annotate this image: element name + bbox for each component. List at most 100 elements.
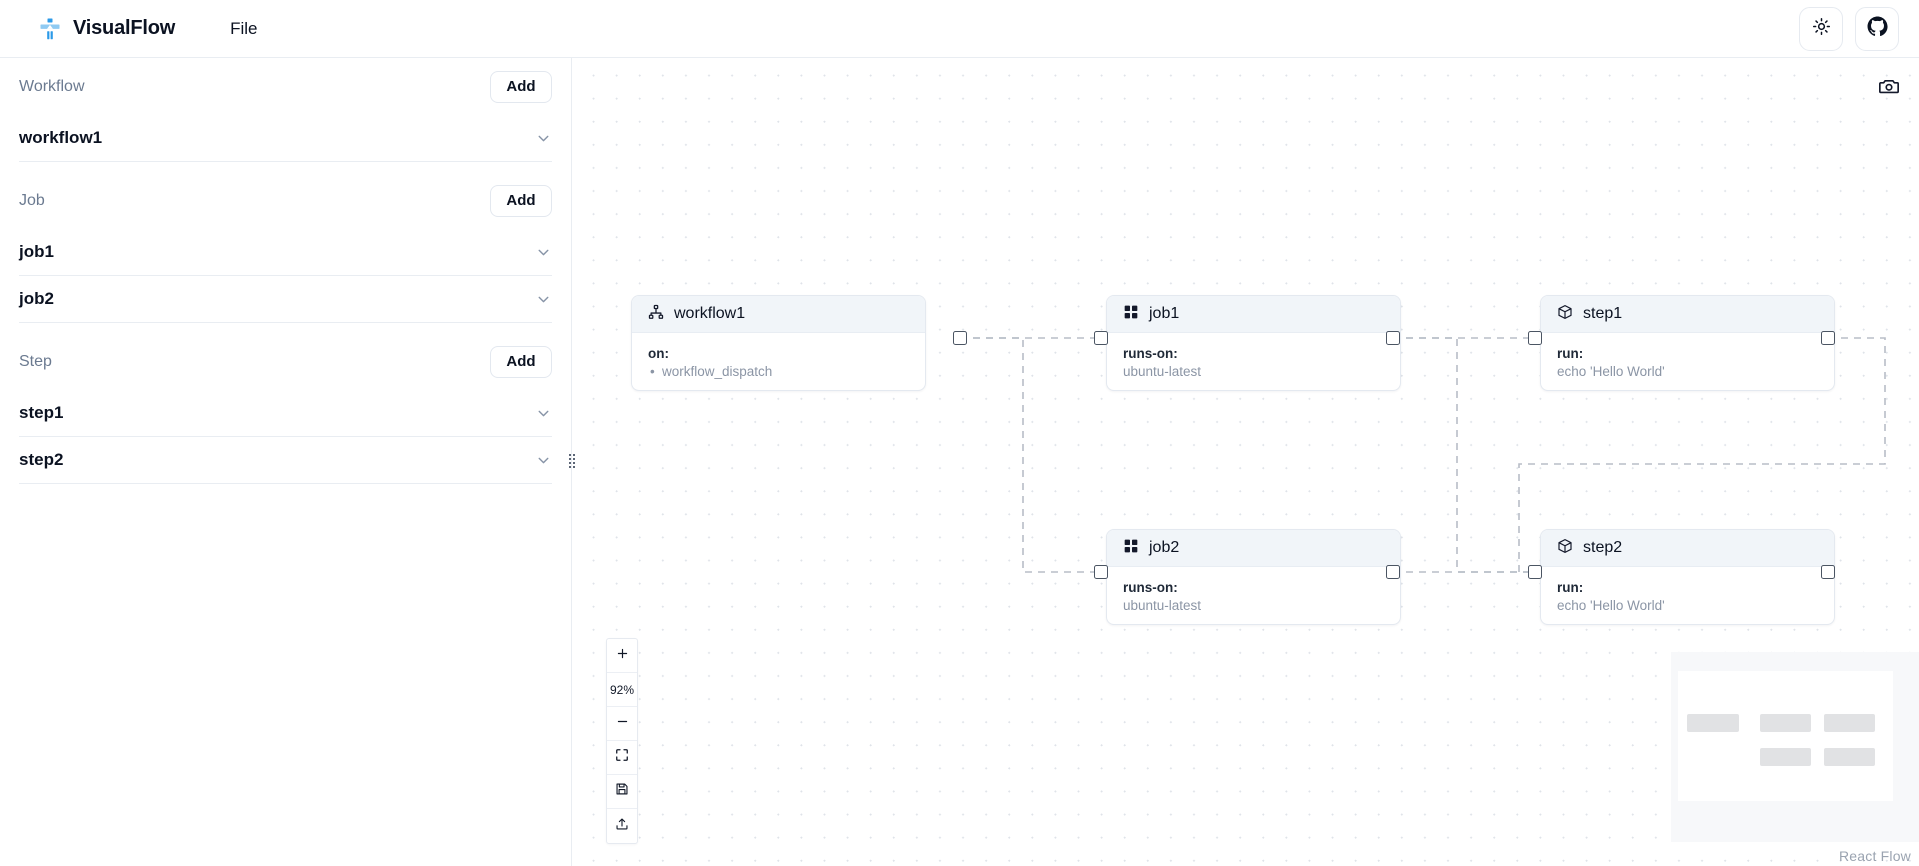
- node-body: on: workflow_dispatch: [632, 333, 925, 390]
- menu-bar: File: [222, 15, 265, 43]
- react-flow-attribution[interactable]: React Flow: [1838, 848, 1911, 864]
- node-key: runs-on:: [1123, 346, 1178, 361]
- sidebar-item-workflow1[interactable]: workflow1: [19, 115, 552, 162]
- screenshot-button[interactable]: [1876, 75, 1902, 101]
- node-value: ubuntu-latest: [1123, 598, 1202, 613]
- chevron-down-icon[interactable]: [535, 244, 552, 261]
- top-bar-actions: [1799, 6, 1899, 51]
- minimap-node: [1760, 748, 1811, 766]
- handle-workflow1-source[interactable]: [953, 331, 967, 345]
- chevron-down-icon[interactable]: [535, 452, 552, 469]
- chevron-down-icon[interactable]: [535, 130, 552, 147]
- top-bar: VisualFlow File: [0, 0, 1919, 58]
- edge-job1-step2: [1393, 337, 1535, 573]
- save-button[interactable]: [607, 775, 637, 809]
- node-step2[interactable]: step2 run: echo 'Hello World': [1540, 529, 1835, 625]
- handle-job2-source[interactable]: [1386, 565, 1400, 579]
- sidebar-item-label: step2: [19, 450, 64, 469]
- save-icon: [615, 782, 629, 801]
- menu-file[interactable]: File: [230, 18, 258, 38]
- node-header: job1: [1107, 296, 1400, 333]
- chevron-down-icon[interactable]: [535, 405, 552, 422]
- sidebar-item-job1[interactable]: job1: [19, 229, 552, 276]
- add-step-button[interactable]: Add: [490, 345, 552, 378]
- handle-step1-target[interactable]: [1528, 331, 1542, 345]
- minus-icon: [616, 715, 629, 733]
- grip-dots-icon: [569, 453, 576, 475]
- handle-job1-source[interactable]: [1386, 331, 1400, 345]
- minimap-node: [1824, 714, 1875, 732]
- node-title: step2: [1583, 539, 1623, 556]
- node-job1[interactable]: job1 runs-on: ubuntu-latest: [1106, 295, 1401, 391]
- sidebar-item-step2[interactable]: step2: [19, 437, 552, 484]
- handle-step2-target[interactable]: [1528, 565, 1542, 579]
- add-workflow-button[interactable]: Add: [490, 70, 552, 103]
- node-header: step2: [1541, 530, 1834, 567]
- sidebar-item-label: step1: [19, 403, 64, 422]
- node-key: run:: [1557, 346, 1584, 361]
- zoom-controls: 92%: [606, 638, 638, 844]
- sidebar-item-job2[interactable]: job2: [19, 276, 552, 323]
- fit-view-button[interactable]: [607, 741, 637, 775]
- node-body: runs-on: ubuntu-latest: [1107, 567, 1400, 624]
- handle-step2-source[interactable]: [1821, 565, 1835, 579]
- upload-icon: [615, 817, 629, 836]
- sidebar-section-step-header: Step Add: [19, 333, 552, 390]
- handle-job2-target[interactable]: [1094, 565, 1108, 579]
- node-step1[interactable]: step1 run: echo 'Hello World': [1540, 295, 1835, 391]
- node-body: run: echo 'Hello World': [1541, 333, 1834, 390]
- node-value: ubuntu-latest: [1123, 364, 1202, 379]
- sidebar-resize-handle[interactable]: [568, 453, 577, 475]
- node-header: step1: [1541, 296, 1834, 333]
- minimap[interactable]: [1671, 652, 1919, 842]
- node-value-list: workflow_dispatch: [648, 363, 909, 381]
- zoom-in-button[interactable]: [607, 639, 637, 673]
- sun-icon: [1812, 17, 1831, 41]
- minimap-node: [1824, 748, 1875, 766]
- sidebar-section-workflow-header: Workflow Add: [19, 58, 552, 115]
- minimap-node: [1687, 714, 1739, 732]
- node-value: echo 'Hello World': [1557, 364, 1665, 379]
- sidebar-item-label: job1: [19, 242, 54, 261]
- grid-icon: [1123, 304, 1139, 325]
- sidebar-spacer: [19, 162, 552, 172]
- node-key: on:: [648, 346, 669, 361]
- handle-step1-source[interactable]: [1821, 331, 1835, 345]
- sidebar-spacer: [19, 323, 552, 333]
- node-workflow1[interactable]: workflow1 on: workflow_dispatch: [631, 295, 926, 391]
- section-title-job: Job: [19, 191, 45, 209]
- zoom-level-display: 92%: [607, 673, 637, 707]
- node-job2[interactable]: job2 runs-on: ubuntu-latest: [1106, 529, 1401, 625]
- node-body: runs-on: ubuntu-latest: [1107, 333, 1400, 390]
- node-title: job1: [1149, 305, 1180, 322]
- sidebar-item-label: job2: [19, 289, 54, 308]
- grid-icon: [1123, 538, 1139, 559]
- node-key: run:: [1557, 580, 1584, 595]
- theme-toggle-button[interactable]: [1799, 6, 1843, 51]
- sitemap-icon: [648, 304, 664, 325]
- node-header: job2: [1107, 530, 1400, 567]
- node-key: runs-on:: [1123, 580, 1178, 595]
- sitemap-icon: [38, 17, 62, 41]
- chevron-down-icon[interactable]: [535, 291, 552, 308]
- edge-workflow1-job2: [960, 337, 1101, 573]
- export-button[interactable]: [607, 809, 637, 843]
- brand: VisualFlow: [38, 17, 175, 41]
- section-title-step: Step: [19, 352, 52, 370]
- handle-job1-target[interactable]: [1094, 331, 1108, 345]
- add-job-button[interactable]: Add: [490, 184, 552, 217]
- app-title: VisualFlow: [73, 17, 176, 39]
- plus-icon: [616, 647, 629, 665]
- sidebar-item-step1[interactable]: step1: [19, 390, 552, 437]
- node-title: step1: [1583, 305, 1623, 322]
- section-title-workflow: Workflow: [19, 77, 85, 95]
- minimap-node: [1760, 714, 1811, 732]
- cube-icon: [1557, 304, 1573, 325]
- github-link-button[interactable]: [1855, 6, 1899, 51]
- node-header: workflow1: [632, 296, 925, 333]
- zoom-out-button[interactable]: [607, 707, 637, 741]
- flow-canvas[interactable]: workflow1 on: workflow_dispatch job1 run…: [573, 58, 1919, 866]
- sidebar: Workflow Add workflow1 Job Add job1 job2…: [0, 58, 572, 866]
- github-icon: [1867, 15, 1888, 42]
- node-value: echo 'Hello World': [1557, 598, 1665, 613]
